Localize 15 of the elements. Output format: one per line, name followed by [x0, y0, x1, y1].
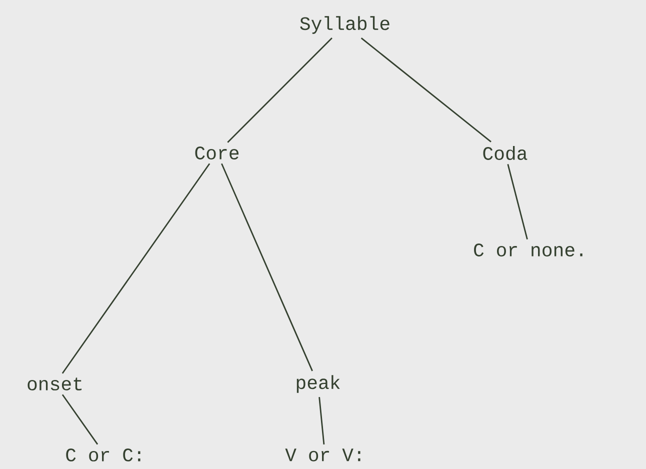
branch-line	[62, 163, 210, 374]
tree-label: V or V:	[285, 448, 360, 462]
branch-line	[507, 164, 528, 240]
tree-label: Coda	[483, 146, 528, 160]
branch-line	[62, 394, 98, 445]
tree-label: peak	[296, 375, 340, 393]
tree-label: Core	[195, 146, 239, 160]
branch-line	[318, 396, 325, 444]
branch-line	[227, 38, 332, 143]
tree-label: C or none.	[474, 244, 582, 256]
tree-label: C or C:	[66, 448, 140, 462]
branch-line	[360, 38, 492, 142]
branch-line	[221, 163, 313, 372]
tree-label: Syllable	[300, 16, 390, 34]
tree-label: onset	[28, 378, 82, 390]
